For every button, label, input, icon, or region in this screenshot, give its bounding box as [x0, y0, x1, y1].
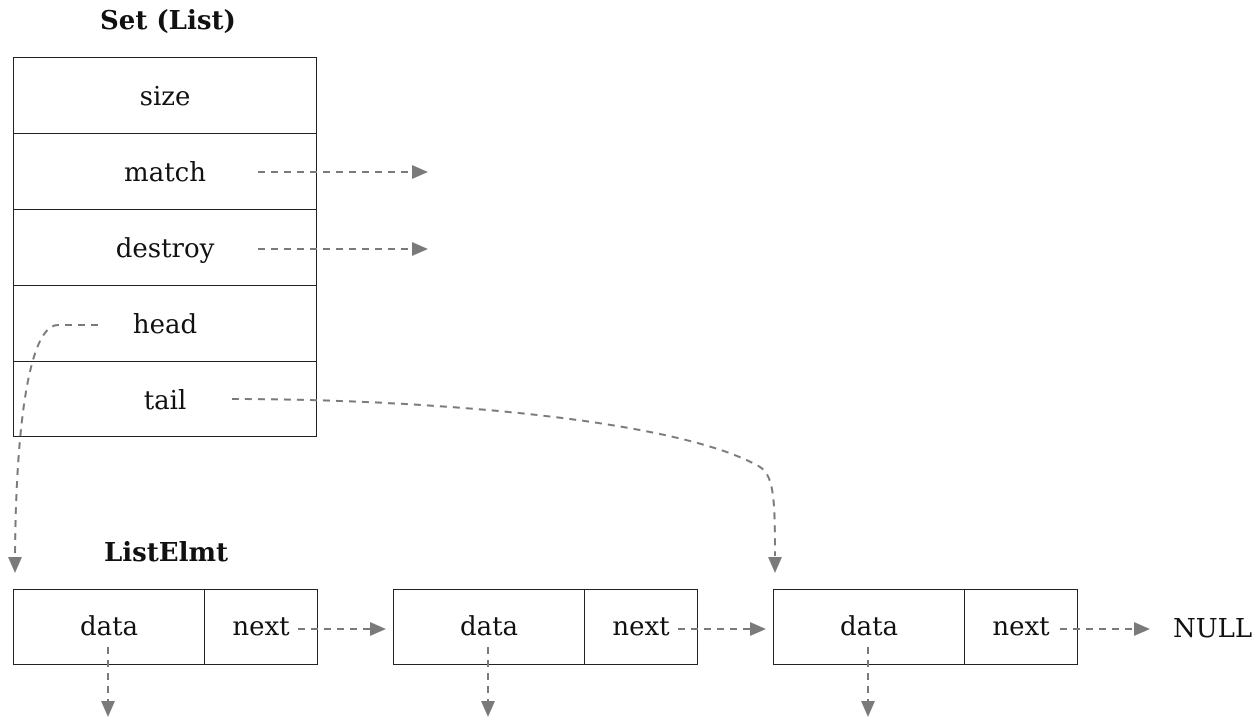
- node-divider: [204, 590, 205, 664]
- set-field-match: [14, 134, 316, 210]
- node-divider: [584, 590, 585, 664]
- node-3-data-label: data: [839, 612, 899, 642]
- node-3-next-arrowhead: [1134, 622, 1150, 636]
- set-field-head-label: head: [132, 310, 198, 340]
- node-1-data-label: data: [79, 612, 139, 642]
- tail-arrowhead: [768, 557, 782, 573]
- list-node-1: data next: [13, 589, 318, 665]
- set-field-destroy: [14, 210, 316, 286]
- node-2-next-arrowhead: [750, 622, 766, 636]
- set-field-destroy-label: destroy: [115, 234, 215, 264]
- set-field-head: [14, 286, 316, 362]
- destroy-arrowhead: [412, 242, 428, 256]
- set-field-match-label: match: [124, 158, 206, 188]
- node-1-data-arrowhead: [101, 701, 115, 717]
- node-2-next-label: next: [612, 612, 670, 642]
- null-terminator: NULL: [1173, 614, 1253, 644]
- node-divider: [964, 590, 965, 664]
- node-3-data-arrowhead: [861, 701, 875, 717]
- list-node-2: data next: [393, 589, 698, 665]
- set-title: Set (List): [100, 6, 236, 36]
- set-field-tail-label: tail: [143, 386, 187, 416]
- head-arrowhead: [8, 557, 22, 573]
- node-2-data-label: data: [459, 612, 519, 642]
- node-1-next-label: next: [232, 612, 290, 642]
- listelmt-title: ListElmt: [104, 538, 229, 568]
- set-struct-box: [13, 57, 317, 437]
- node-3-next-label: next: [992, 612, 1050, 642]
- set-field-size-label: size: [139, 82, 191, 112]
- set-field-size: [14, 58, 316, 134]
- list-node-3: data next: [773, 589, 1078, 665]
- node-1-next-arrowhead: [370, 622, 386, 636]
- match-arrowhead: [412, 165, 428, 179]
- node-2-data-arrowhead: [481, 701, 495, 717]
